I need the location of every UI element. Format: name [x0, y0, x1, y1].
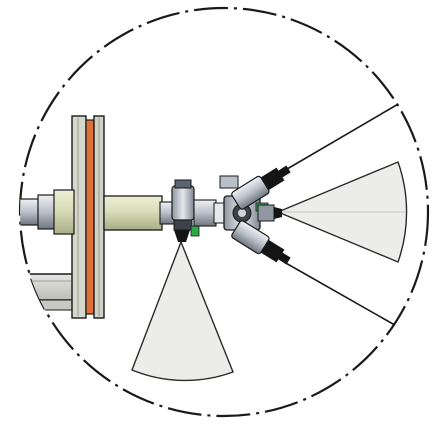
spindle-shaft [103, 195, 175, 231]
front-nozzle [257, 204, 282, 222]
spray-upper-right [281, 102, 401, 173]
vertical-nozzle [171, 179, 200, 242]
rear-coupling [20, 189, 75, 235]
flange-disk [71, 115, 105, 319]
spray-lower-right [283, 261, 401, 329]
upper-nozzle [231, 165, 291, 210]
connector-rod [193, 199, 225, 227]
lower-nozzle [231, 220, 291, 265]
spray-down [131, 240, 234, 382]
